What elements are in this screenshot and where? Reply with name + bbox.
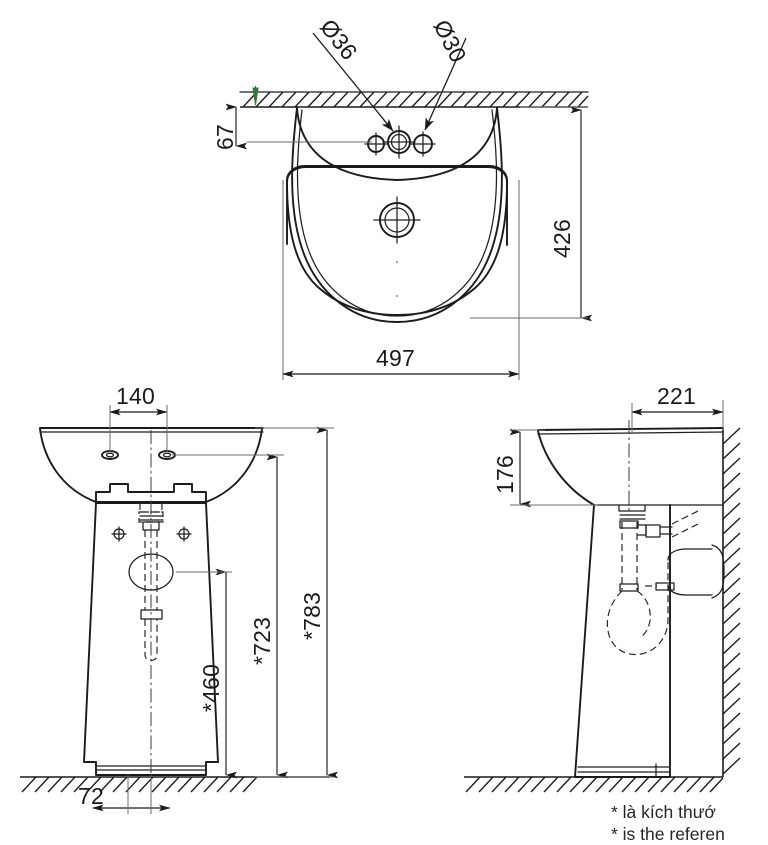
- pedestal-left-side: [83, 502, 97, 763]
- dim-projection-221: [631, 400, 724, 432]
- footnote-english: * is the referen: [611, 824, 725, 844]
- side-basin-top2: [537, 431, 724, 435]
- dim-depth-426: [470, 106, 592, 322]
- side-pedestal-front-edge: [574, 504, 595, 778]
- dim-text-67: 67: [212, 124, 238, 150]
- pedestal-fixing-right: [176, 526, 192, 542]
- dim-bowl-height-176: [509, 428, 598, 508]
- pedestal-fixing-left: [111, 526, 127, 542]
- dim-text-176: 176: [492, 455, 518, 494]
- dim-total-height-783: [255, 426, 338, 779]
- pedestal-bracket-right: [163, 483, 207, 503]
- dim-text-723: *723: [249, 617, 275, 665]
- footnote-block: * là kích thướ * is the referen: [611, 802, 725, 844]
- drain-hole: [373, 196, 421, 244]
- dim-rim-under-723: [172, 453, 288, 779]
- dim-text-140: 140: [116, 383, 155, 409]
- dim-width-497: [282, 180, 520, 380]
- basin-outer-contour: [291, 107, 503, 323]
- leader-hole-36: [312, 32, 394, 132]
- front-view: 140 72 *460 *723 *783: [20, 383, 338, 814]
- dim-trap-height-460: [176, 568, 237, 779]
- dim-text-221: 221: [657, 383, 696, 409]
- dim-text-783: *783: [299, 592, 325, 640]
- dim-text-497: 497: [376, 345, 415, 371]
- faucet-hole-left: [364, 132, 388, 156]
- side-waste-trap: [606, 504, 725, 656]
- dim-text-426: 426: [549, 219, 575, 258]
- plan-wall-hatch: [239, 91, 589, 108]
- side-basin-underside: [537, 430, 595, 506]
- dim-wall-to-rim-67: [225, 86, 372, 150]
- side-view: 221 176: [464, 383, 741, 793]
- center-mark-lower: [396, 295, 398, 297]
- center-mark-upper: [396, 261, 398, 263]
- dim-hole-spacing-140: [109, 405, 168, 452]
- side-wall: [722, 427, 741, 777]
- basin-rim-inner-contour: [296, 109, 498, 317]
- side-basin-top: [537, 427, 724, 431]
- faucet-hole-center: [382, 125, 416, 159]
- side-ground-line: [464, 776, 724, 793]
- leader-hole-30: [424, 37, 467, 131]
- dim-text-72: 72: [78, 783, 104, 809]
- basin-bowl-contour: [286, 166, 508, 316]
- footnote-vietnamese: * là kích thướ: [611, 802, 716, 822]
- dim-text-460: *460: [198, 664, 224, 712]
- faucet-hole-right: [410, 131, 436, 157]
- pedestal-bracket-left: [95, 483, 139, 503]
- dim-base-width-72: [92, 775, 171, 814]
